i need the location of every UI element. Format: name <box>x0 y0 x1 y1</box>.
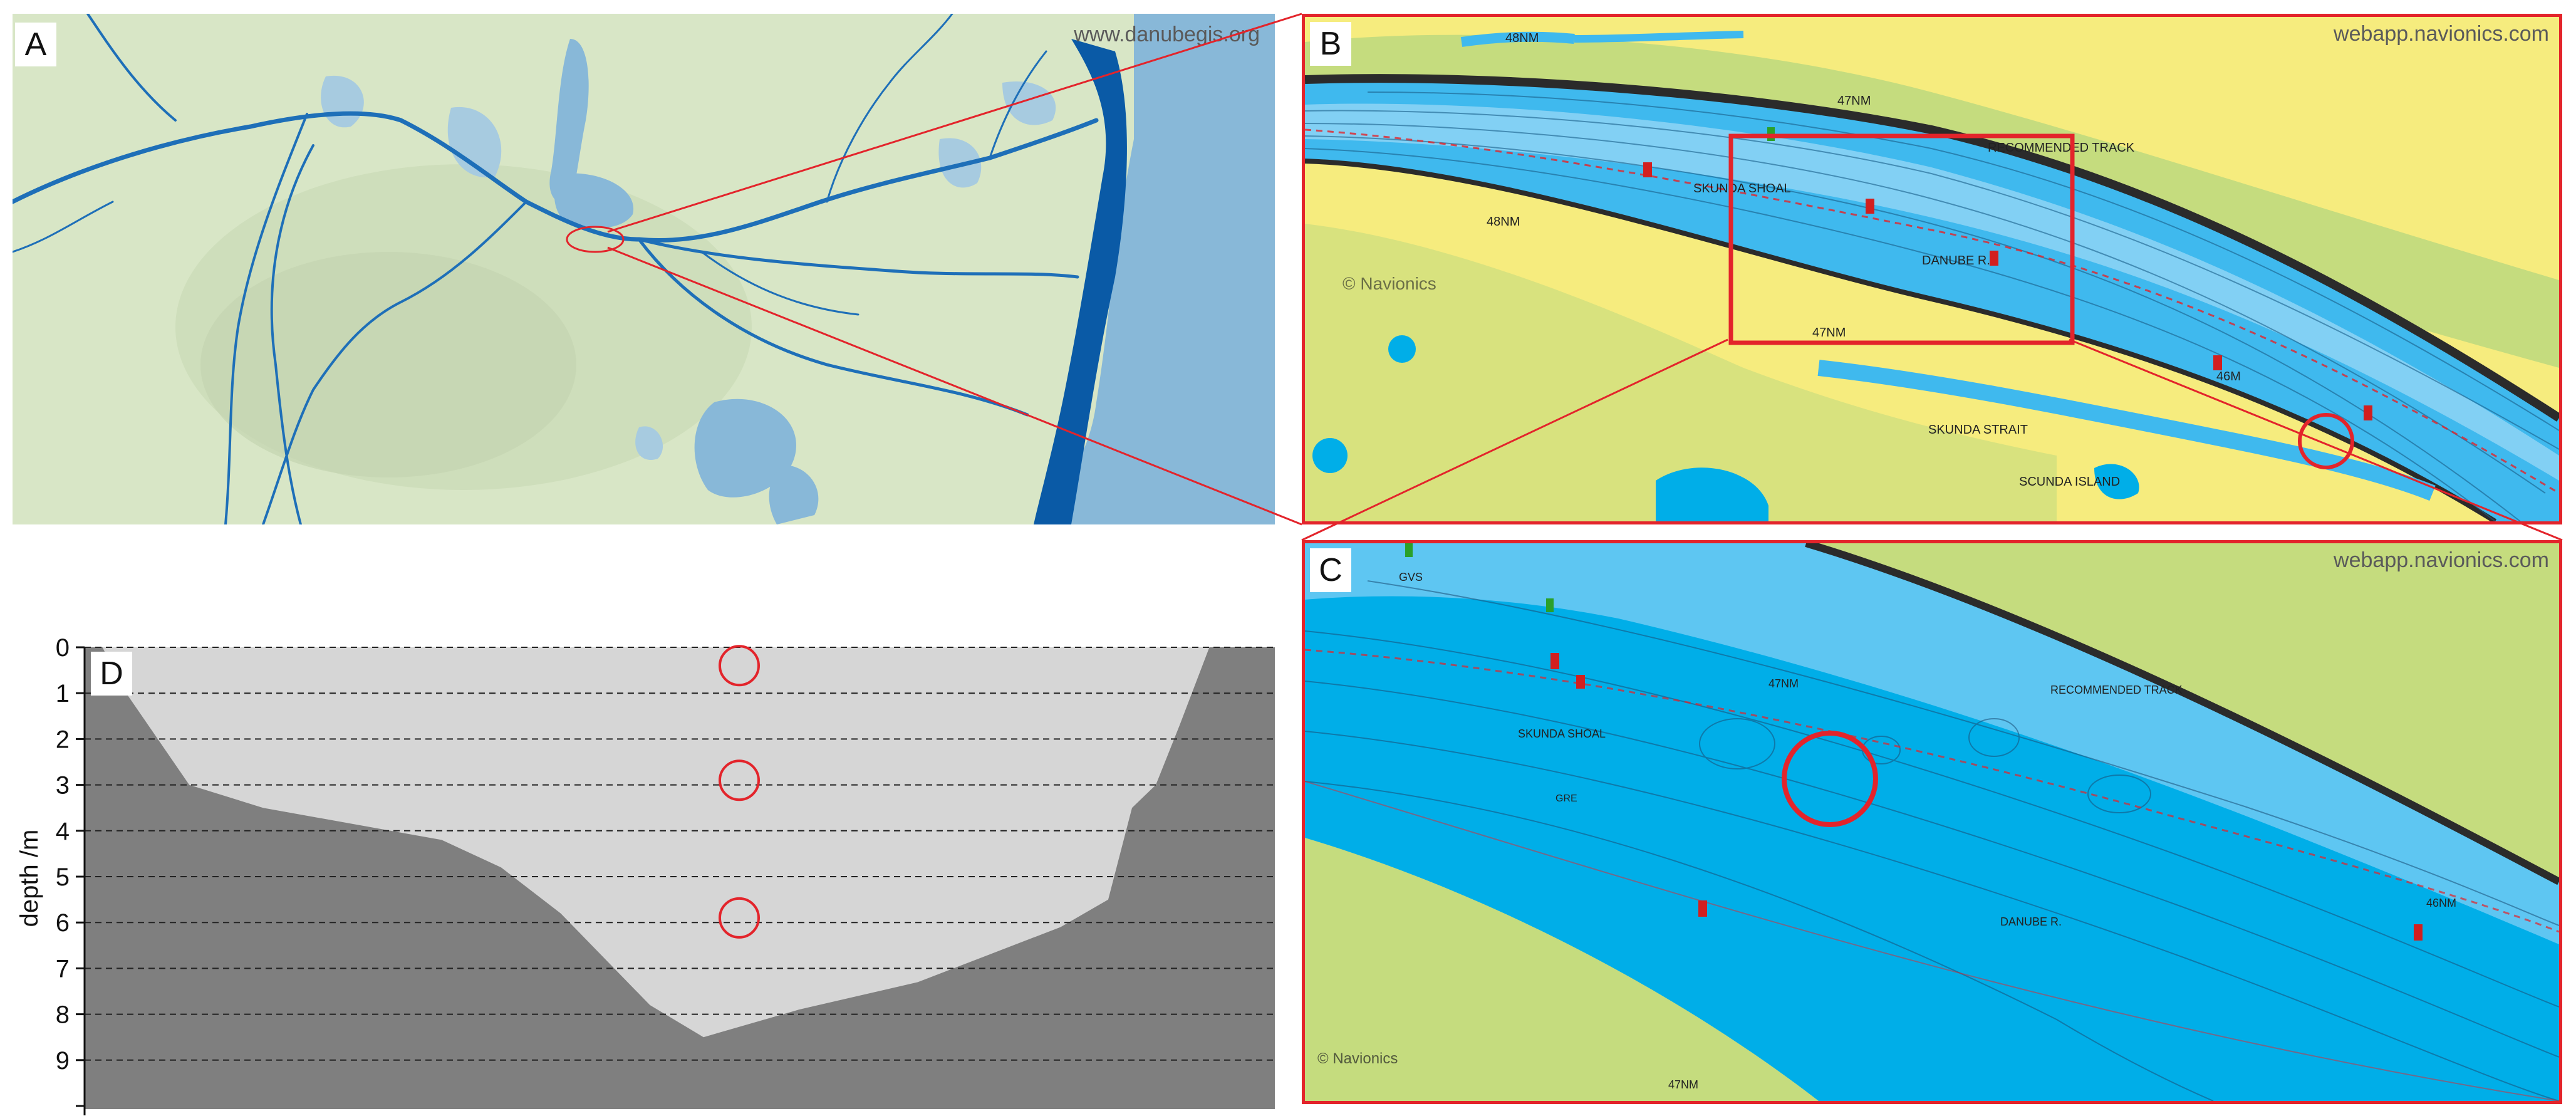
red-buoy-icon <box>1866 199 1874 214</box>
map-credit-c: webapp.navionics.com <box>2334 548 2549 572</box>
sample-point-circle <box>719 645 760 687</box>
map-credit-a: www.danubegis.org <box>1074 23 1260 46</box>
label-gre: GRE <box>1555 793 1577 804</box>
lake <box>549 39 589 204</box>
river-channel <box>1305 78 2559 521</box>
side-channel <box>1574 31 1744 43</box>
label-danube: DANUBE R. <box>2000 915 2062 928</box>
bank-edge <box>1305 74 2559 422</box>
watermark: © Navionics <box>1317 1050 1398 1067</box>
sample-location-circle <box>1782 731 1878 827</box>
water-cross-section <box>85 647 1275 1038</box>
overview-map <box>13 14 1275 524</box>
label-skunda-strait: SKUNDA STRAIT <box>1928 423 2028 437</box>
buoy-markers <box>1405 543 2423 941</box>
label-recommended-track: RECOMMENDED TRACK <box>1988 141 2135 155</box>
red-buoy-icon <box>2364 405 2372 420</box>
label-gvs: GVS <box>1399 571 1423 583</box>
side-channel <box>1460 31 1575 47</box>
label-48nm-left: 48NM <box>1487 215 1520 229</box>
relief-area <box>200 252 576 477</box>
sample-point-circle <box>719 897 760 939</box>
red-buoy-icon <box>2414 924 2423 941</box>
river <box>13 201 114 253</box>
recommended-track-line <box>1305 649 2559 933</box>
map-credit-b: webapp.navionics.com <box>2334 22 2549 46</box>
y-tick-label: 9 <box>56 1047 70 1075</box>
navionics-chart-panel: 48NM 47NM RECOMMENDED TRACK SKUNDA SHOAL… <box>1302 14 2562 524</box>
overview-map-panel: A www.danubegis.org <box>13 14 1275 524</box>
red-buoy-icon <box>1698 900 1707 917</box>
red-buoy-icon <box>1576 675 1585 689</box>
green-buoy-icon <box>1546 598 1554 612</box>
shallow-water <box>1305 543 2559 944</box>
panel-letter-a: A <box>15 23 56 66</box>
river <box>86 14 177 122</box>
pond <box>1312 438 1348 473</box>
y-tick-label: 8 <box>56 1001 70 1029</box>
nautical-chart: 48NM 47NM RECOMMENDED TRACK SKUNDA SHOAL… <box>1305 17 2559 521</box>
label-48nm-top: 48NM <box>1505 31 1539 45</box>
recommended-track-line <box>1305 128 2559 494</box>
y-tick-label: 7 <box>56 955 70 983</box>
panel-letter-c: C <box>1310 548 1351 592</box>
vegetation-band <box>1305 838 1819 1101</box>
navionics-zoom-panel: GVS 47NM RECOMMENDED TRACK SKUNDA SHOAL … <box>1302 540 2562 1104</box>
watermark: © Navionics <box>1343 274 1436 293</box>
y-tick-label: 3 <box>56 772 70 800</box>
label-skunda-shoal: SKUNDA SHOAL <box>1693 182 1791 196</box>
y-tick-label: 6 <box>56 909 70 937</box>
pond <box>1388 335 1416 363</box>
river <box>270 144 314 524</box>
y-tick-label: 5 <box>56 863 70 891</box>
label-danube: DANUBE R. <box>1922 254 1990 268</box>
bank-edge <box>1805 543 2559 885</box>
lake <box>447 107 502 178</box>
red-buoy-icon <box>1643 162 1652 177</box>
y-tick-label: 0 <box>56 634 70 662</box>
track-line <box>1305 781 2559 1101</box>
panel-letter-d: D <box>91 652 132 696</box>
depth-contours <box>1305 580 2559 1101</box>
y-tick-label: 1 <box>56 680 70 707</box>
y-axis-title: depth /m <box>16 830 43 927</box>
red-buoy-icon <box>1990 251 1998 266</box>
y-tick-label: 2 <box>56 726 70 753</box>
green-buoy-icon <box>1405 543 1413 557</box>
label-scunda-island: SCUNDA ISLAND <box>2019 475 2120 489</box>
y-tick-label: 4 <box>56 818 70 845</box>
river <box>224 113 308 524</box>
label-46nm: 46NM <box>2426 897 2456 909</box>
area-highlight-ellipse <box>566 226 625 253</box>
label-47nm: 47NM <box>1768 677 1799 690</box>
label-recommended-track: RECOMMENDED TRACK <box>2050 684 2183 696</box>
red-buoy-icon <box>2213 355 2222 370</box>
sample-point-circle <box>719 759 760 801</box>
nautical-chart-zoom: GVS 47NM RECOMMENDED TRACK SKUNDA SHOAL … <box>1305 543 2559 1101</box>
zoom-area-rectangle <box>1728 133 2075 345</box>
label-47nm-bottom: 47NM <box>1812 326 1846 340</box>
label-skunda-shoal: SKUNDA SHOAL <box>1518 727 1606 740</box>
depth-profile-chart: 0 1 2 3 4 5 6 7 8 9 depth /m <box>16 634 1275 1115</box>
label-46nm: 46M <box>2216 370 2241 383</box>
label-47nm-bottom: 47NM <box>1668 1078 1698 1091</box>
red-buoy-icon <box>1550 653 1559 669</box>
river <box>262 201 527 524</box>
depth-profile-panel: 0 1 2 3 4 5 6 7 8 9 depth /m D <box>0 539 1291 1116</box>
label-47nm-top: 47NM <box>1837 94 1871 108</box>
panel-letter-b: B <box>1310 22 1351 66</box>
